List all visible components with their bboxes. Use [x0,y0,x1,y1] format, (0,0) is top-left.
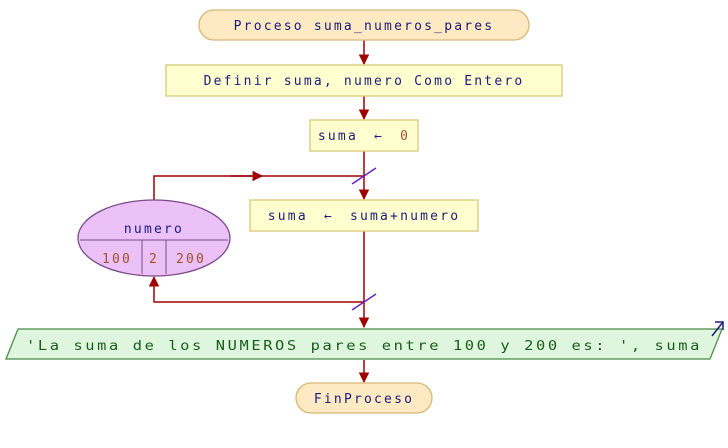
loop-start: 100 [102,252,132,267]
loop-end: 200 [176,252,206,267]
loop-mark-top [351,167,377,185]
define-label: Definir suma, numero Como Entero [204,74,525,89]
svg-text:suma ← suma+numero: suma ← suma+numero [268,209,461,224]
connector-loop-back [148,275,364,303]
connector-loop-top [153,175,364,200]
loop-var: numero [124,222,184,237]
end-label: FinProceso [314,392,414,407]
loop-step: 2 [149,252,159,267]
output-box[interactable]: 'La suma de los NUMEROS pares entre 100 … [5,321,724,360]
body-box[interactable]: suma ← suma+numero [249,199,479,232]
body-expr: suma+numero [350,209,460,224]
output-label: 'La suma de los NUMEROS pares entre 100 … [26,339,702,354]
assign-var: suma [318,129,358,144]
assign-arrow: ← [374,129,384,144]
assign-box[interactable]: suma ← 0 [309,119,419,152]
svg-text:suma ← 0: suma ← 0 [318,129,410,144]
assign-value: 0 [400,129,410,144]
output-arrow-icon [711,321,724,337]
connectors [148,40,370,384]
end-terminal[interactable]: FinProceso [295,382,433,414]
loop-ellipse[interactable]: numero 100 2 200 [77,199,231,277]
start-label: Proceso suma_numeros_pares [234,19,495,34]
start-terminal[interactable]: Proceso suma_numeros_pares [198,9,530,41]
body-arrow: ← [324,209,334,224]
body-var: suma [268,209,308,224]
loop-mark-bottom [351,293,377,311]
define-box[interactable]: Definir suma, numero Como Entero [165,64,563,97]
